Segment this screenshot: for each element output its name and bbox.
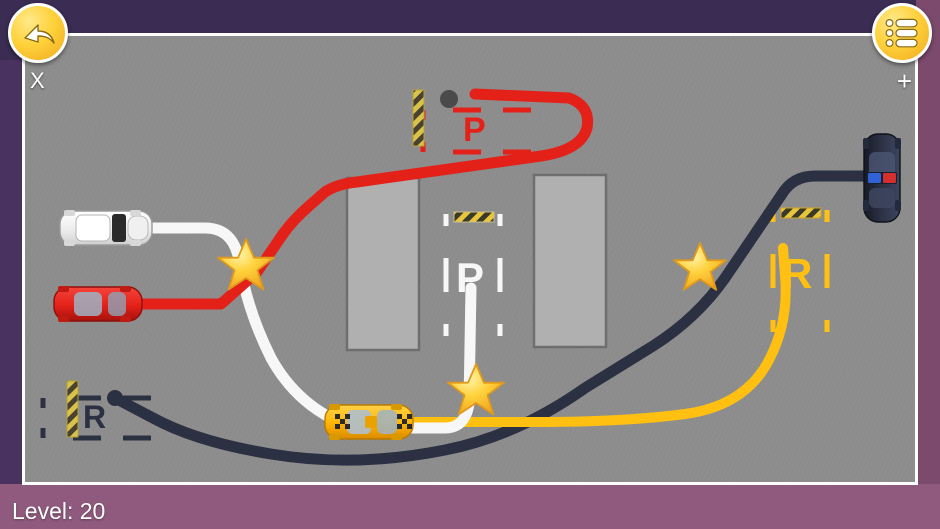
path-navy[interactable] [107,170,869,466]
obstacle-right [532,173,608,349]
star-1[interactable] [217,238,275,291]
back-button-label: X [30,68,45,93]
obstacle-left [345,176,421,352]
path-endpoint-red [440,90,458,108]
car-red[interactable] [53,286,143,322]
star-2[interactable] [447,363,505,416]
menu-button[interactable] [872,3,932,63]
path-yellow[interactable] [390,243,791,427]
menu-list-icon [885,18,918,48]
slot-letter-red: P [463,111,486,149]
hazard-post-red [412,89,425,147]
star-3[interactable] [673,242,727,291]
left-chrome-bar [0,0,22,529]
hazard-post-navy [66,380,79,438]
parking-slot-navy[interactable]: R [40,380,151,441]
bottom-chrome-bar [0,484,940,529]
car-taxi[interactable] [324,404,414,440]
undo-arrow-icon [24,24,55,44]
add-button-label[interactable]: + [896,66,912,96]
parking-slot-red[interactable]: P [412,89,531,155]
path-red[interactable] [99,88,594,310]
slot-letter-navy: R [83,399,106,435]
car-white[interactable] [59,210,153,246]
path-white[interactable] [147,222,477,434]
field-graphics: P P [40,88,901,466]
hazard-bar-yellow [780,207,822,219]
car-police[interactable] [863,133,901,223]
path-endpoint-navy [107,390,123,406]
back-button[interactable] [8,3,68,63]
top-chrome-bar [0,0,940,33]
hazard-bar-white [453,211,495,223]
play-field[interactable]: P P [22,33,918,485]
right-chrome-bar [916,0,940,529]
level-indicator: Level: 20 [12,498,106,524]
